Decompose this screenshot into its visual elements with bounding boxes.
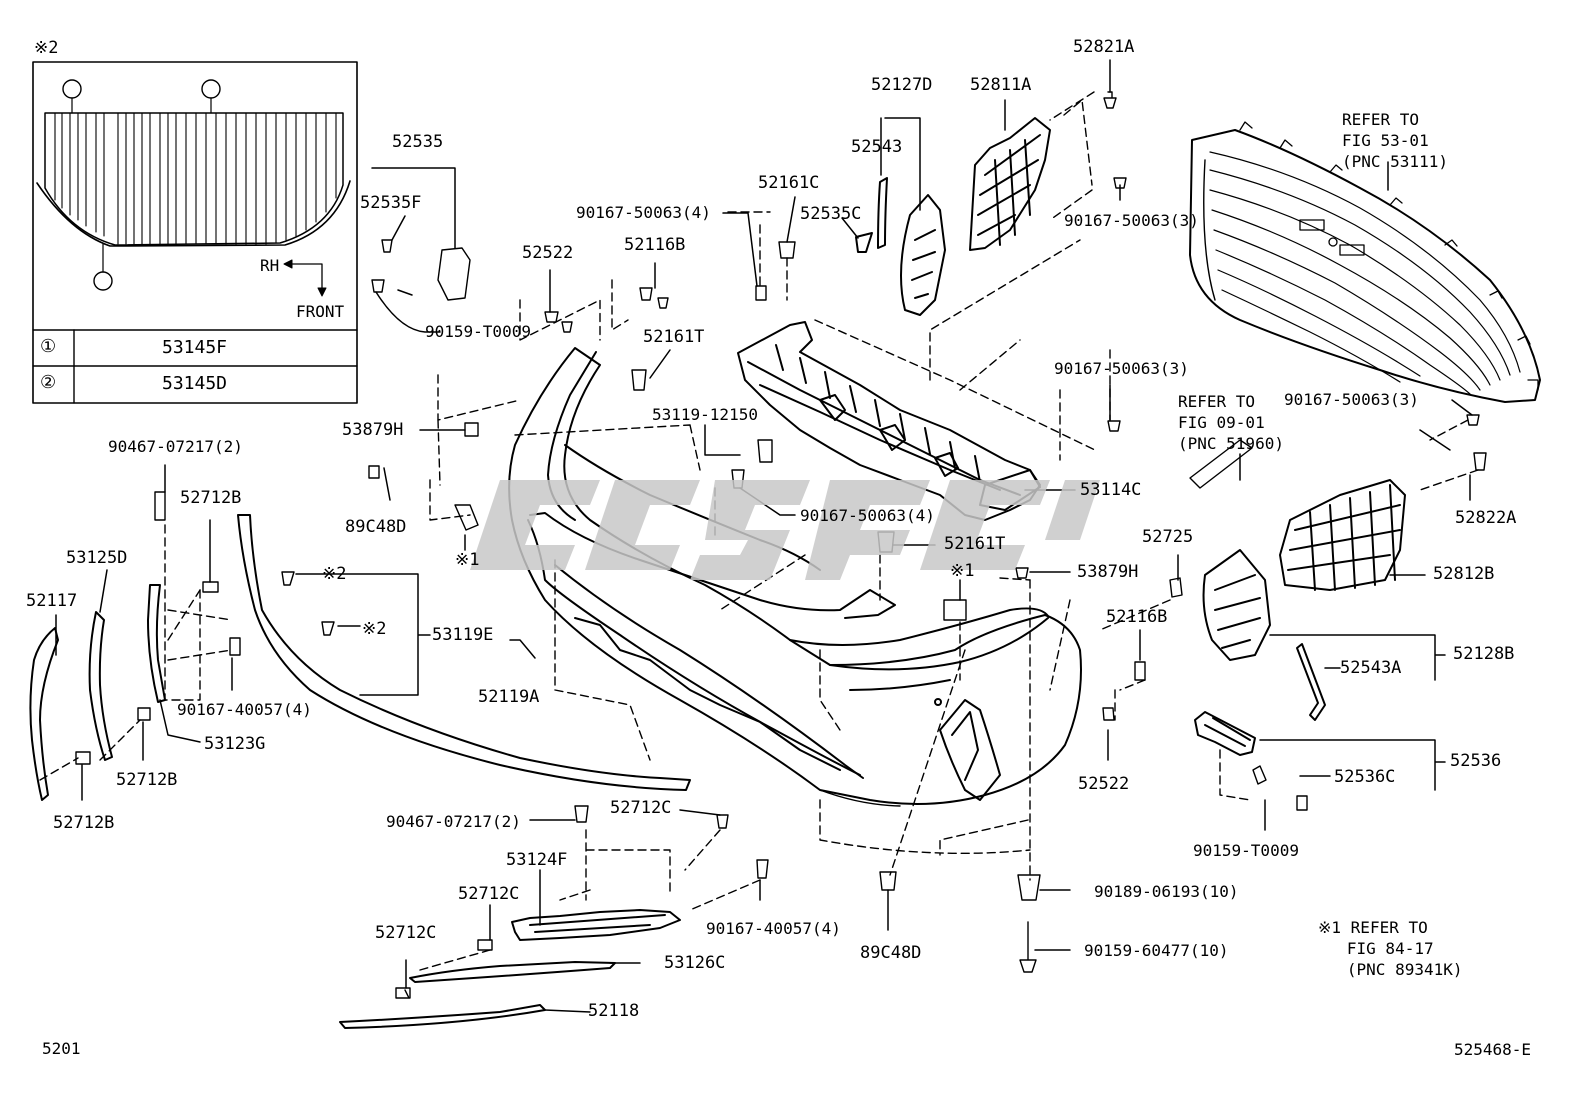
label-53119-12150: 53119-12150 bbox=[652, 405, 758, 424]
label-53879H-b: 53879H bbox=[1077, 562, 1139, 582]
lower-duct-assy bbox=[1202, 479, 1406, 721]
label-52712C-a: 52712C bbox=[610, 798, 672, 818]
ref-note-grille: REFER TO FIG 53-01 (PNC 53111) bbox=[1342, 110, 1448, 171]
inset-row-1-key: ① bbox=[40, 336, 57, 357]
label-90159-T0009-a: 90159-T0009 bbox=[425, 322, 531, 341]
label-89C48D-a: 89C48D bbox=[345, 517, 407, 537]
inset-row-2-part: 53145D bbox=[162, 373, 228, 394]
label-90467-07217-2-b: 90467-07217(2) bbox=[386, 812, 521, 831]
label-52117: 52117 bbox=[26, 591, 78, 611]
label-90167-50063-4-a: 90167-50063(4) bbox=[576, 203, 711, 222]
side-moldings bbox=[29, 514, 691, 801]
label-53125D: 53125D bbox=[66, 548, 128, 568]
label-52522-b: 52522 bbox=[1078, 774, 1130, 794]
label-52118: 52118 bbox=[588, 1001, 640, 1021]
label-52712B-c: 52712B bbox=[53, 813, 115, 833]
label-90167-40057-4-b: 90167-40057(4) bbox=[706, 919, 841, 938]
bumper-cover bbox=[508, 347, 1082, 807]
label-52712C-c: 52712C bbox=[375, 923, 437, 943]
ref-note-hood: REFER TO FIG 09-01 (PNC 51960) bbox=[1178, 392, 1284, 453]
label-52712C-b: 52712C bbox=[458, 884, 520, 904]
inset-dir-rh: RH bbox=[260, 256, 280, 275]
label-52811A: 52811A bbox=[970, 75, 1032, 95]
label-52535F: 52535F bbox=[360, 193, 422, 213]
label-90167-50063-3-a: 90167-50063(3) bbox=[1064, 211, 1199, 230]
label-90167-50063-3-c: 90167-50063(3) bbox=[1284, 390, 1419, 409]
grille-upper bbox=[1189, 121, 1541, 403]
label-52535C: 52535C bbox=[800, 204, 862, 224]
label-52712B-b: 52712B bbox=[116, 770, 178, 790]
inset-panel bbox=[32, 61, 358, 404]
label-52822A: 52822A bbox=[1455, 508, 1517, 528]
label-89C48D-b: 89C48D bbox=[860, 943, 922, 963]
label-52536: 52536 bbox=[1450, 751, 1502, 771]
guide-lines bbox=[39, 91, 1479, 1001]
drawing-number: 525468-E bbox=[1454, 1040, 1532, 1059]
label-note-1-b: ※1 bbox=[950, 561, 975, 581]
label-52821A: 52821A bbox=[1073, 37, 1135, 57]
label-note-2-b: ※2 bbox=[362, 619, 387, 639]
label-90467-07217-2-a: 90467-07217(2) bbox=[108, 437, 243, 456]
label-53126C: 53126C bbox=[664, 953, 726, 973]
inset-dir-front: FRONT bbox=[296, 302, 345, 321]
leader-lines bbox=[55, 59, 1473, 1013]
label-52812B: 52812B bbox=[1433, 564, 1495, 584]
label-52543: 52543 bbox=[851, 137, 903, 157]
label-52119A: 52119A bbox=[478, 687, 540, 707]
label-52712B-a: 52712B bbox=[180, 488, 242, 508]
label-52116B-a: 52116B bbox=[624, 235, 686, 255]
panel-ribs bbox=[54, 112, 337, 245]
label-90167-50063-4-b: 90167-50063(4) bbox=[800, 506, 935, 525]
bracket-52536 bbox=[1194, 711, 1256, 756]
inset-ref-mark: ※2 bbox=[34, 38, 59, 58]
label-52543A: 52543A bbox=[1340, 658, 1402, 678]
label-53124F: 53124F bbox=[506, 850, 568, 870]
ref-note-sensor: ※1 REFER TO FIG 84-17 (PNC 89341K) bbox=[1318, 918, 1463, 979]
label-53119E: 53119E bbox=[432, 625, 494, 645]
label-90167-40057-4-a: 90167-40057(4) bbox=[177, 700, 312, 719]
label-52535: 52535 bbox=[392, 132, 444, 152]
label-52116B-b: 52116B bbox=[1106, 607, 1168, 627]
label-52522-a: 52522 bbox=[522, 243, 574, 263]
label-note-2-a: ※2 bbox=[322, 564, 347, 584]
label-53879H-a: 53879H bbox=[342, 420, 404, 440]
label-90159-60477-10: 90159-60477(10) bbox=[1084, 941, 1229, 960]
label-52128B: 52128B bbox=[1453, 644, 1515, 664]
label-53114C: 53114C bbox=[1080, 480, 1142, 500]
inset-row-2-key: ② bbox=[40, 372, 57, 393]
label-90189-06193-10: 90189-06193(10) bbox=[1094, 882, 1239, 901]
label-52536C: 52536C bbox=[1334, 767, 1396, 787]
label-52161C: 52161C bbox=[758, 173, 820, 193]
label-note-1-a: ※1 bbox=[455, 550, 480, 570]
label-90167-50063-3-b: 90167-50063(3) bbox=[1054, 359, 1189, 378]
inset-row-1-part: 53145F bbox=[162, 337, 228, 358]
upper-duct-assy bbox=[855, 117, 1051, 316]
label-90159-T0009-b: 90159-T0009 bbox=[1193, 841, 1299, 860]
label-52161T-b: 52161T bbox=[944, 534, 1006, 554]
label-52161T-a: 52161T bbox=[643, 327, 705, 347]
label-53123G: 53123G bbox=[204, 734, 266, 754]
watermark bbox=[470, 480, 1100, 580]
page-code: 5201 bbox=[42, 1039, 81, 1058]
label-52725: 52725 bbox=[1142, 527, 1194, 547]
label-52127D: 52127D bbox=[871, 75, 933, 95]
